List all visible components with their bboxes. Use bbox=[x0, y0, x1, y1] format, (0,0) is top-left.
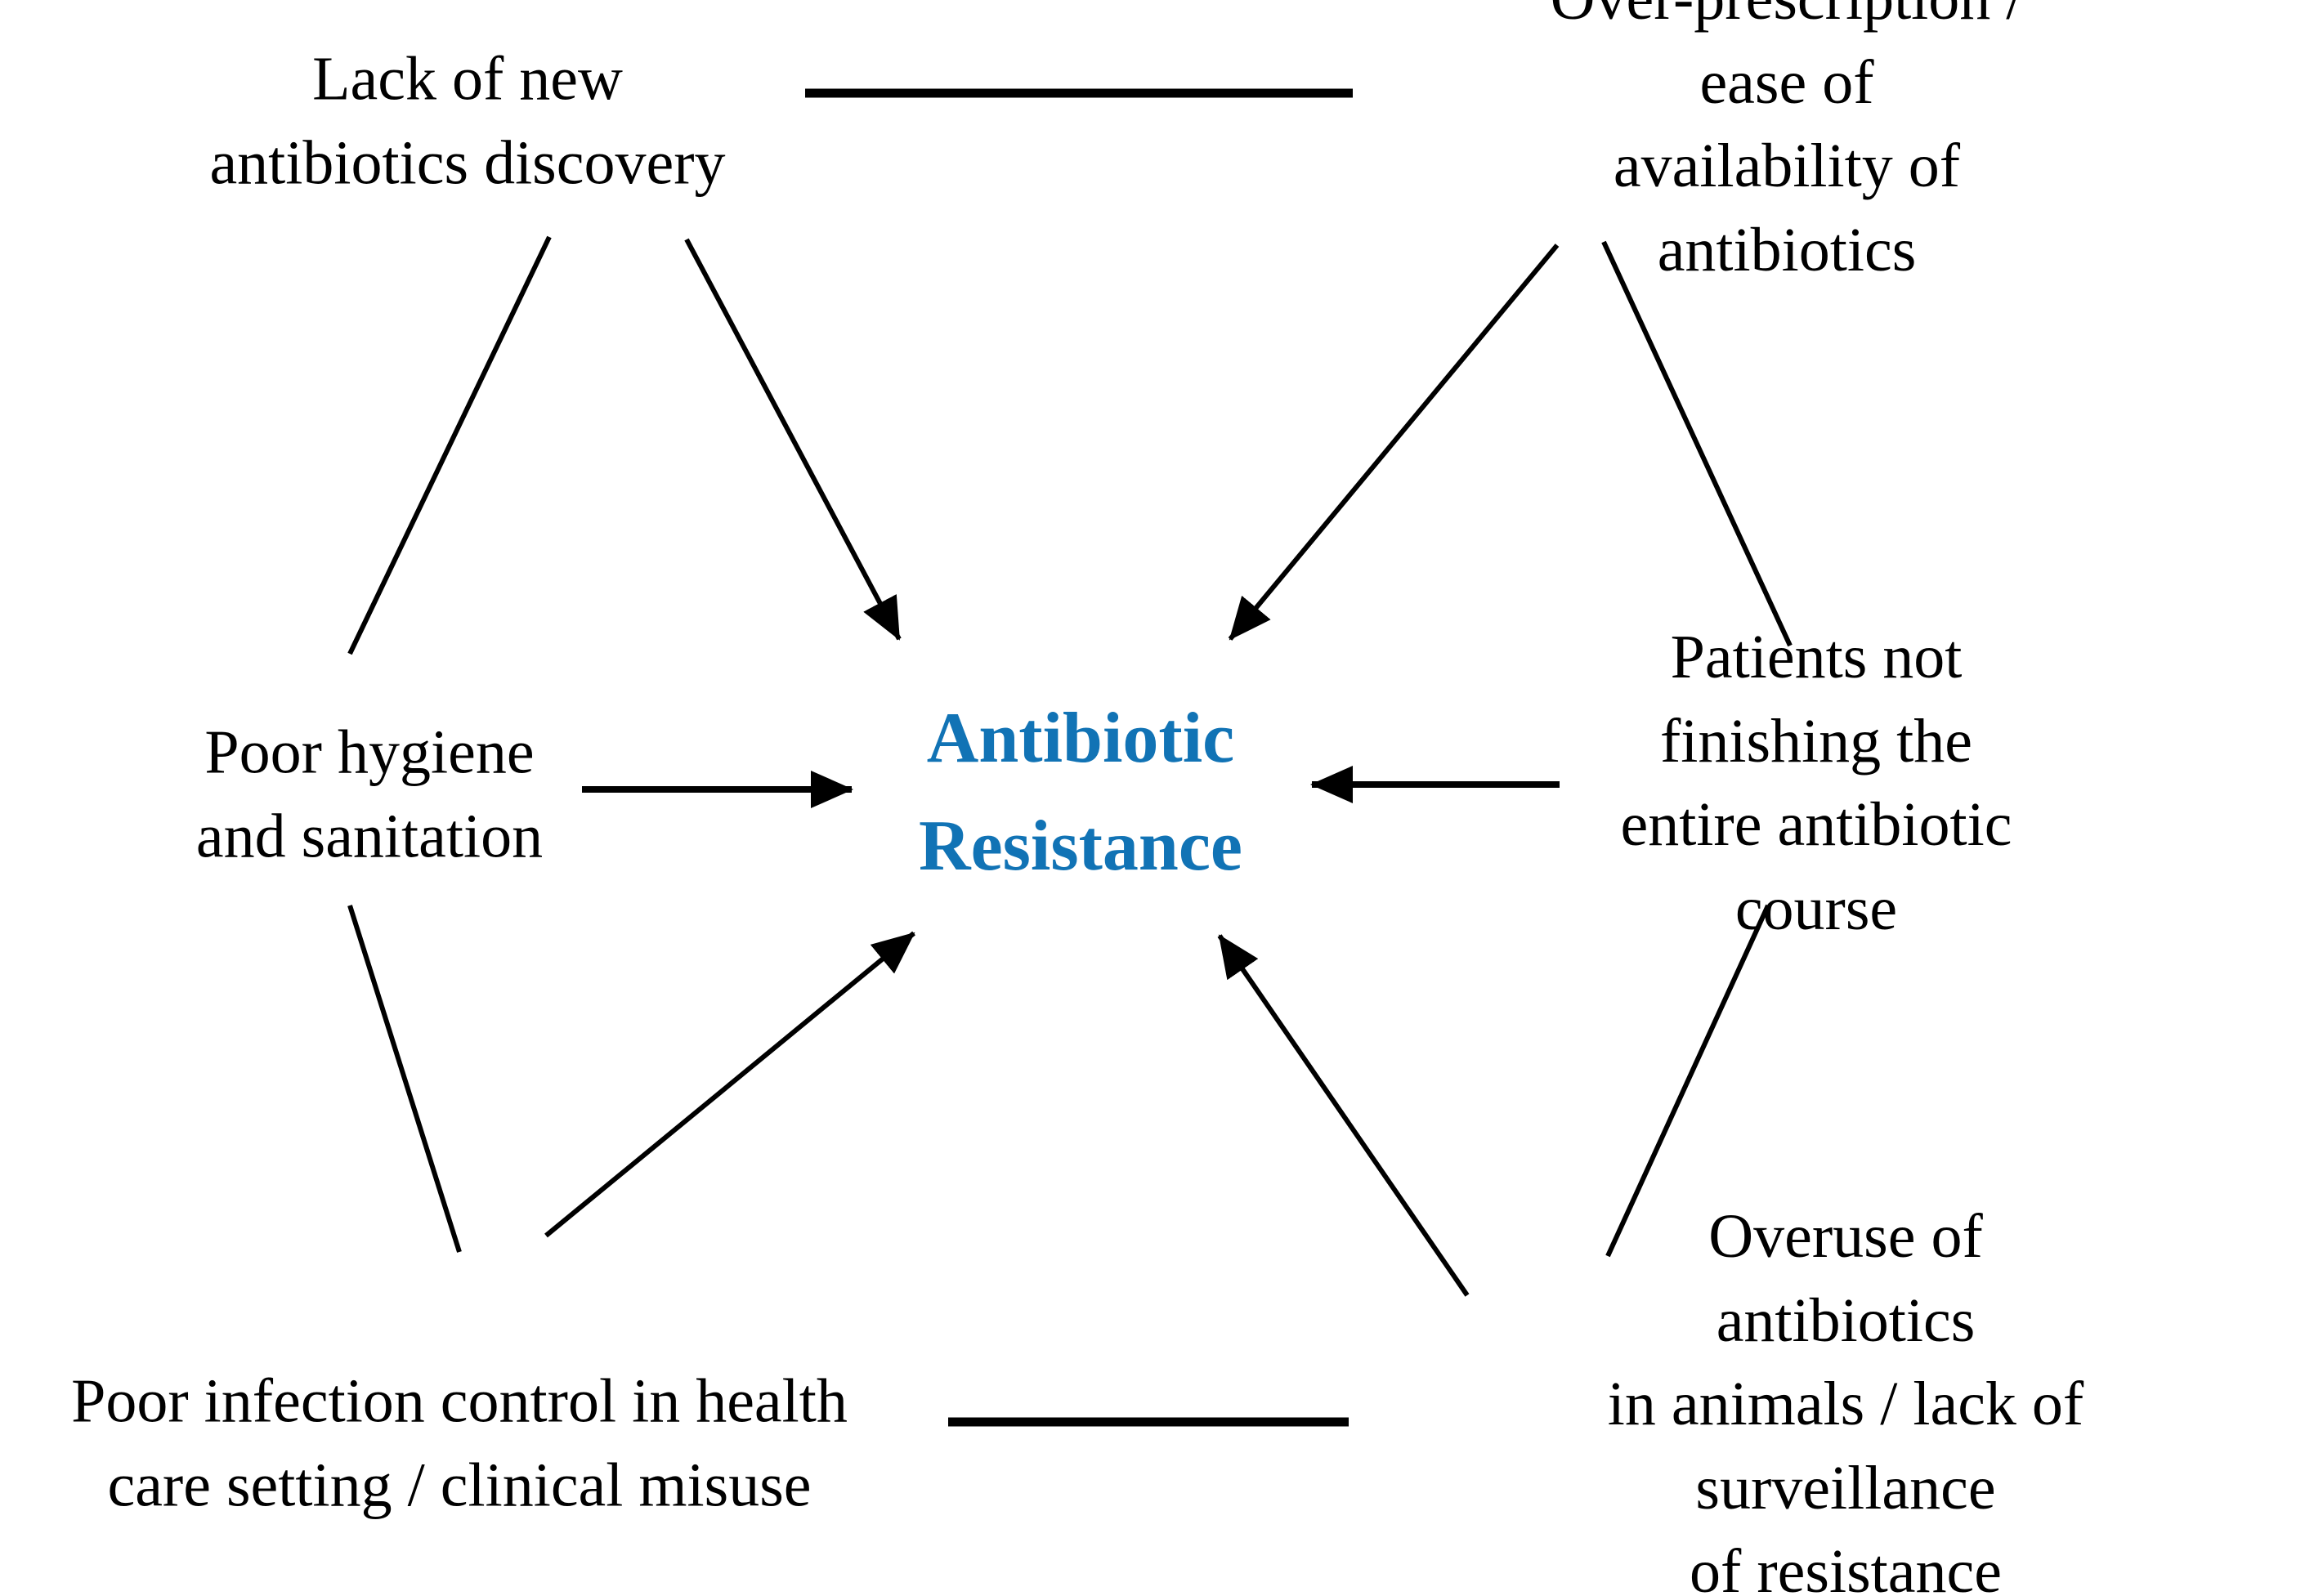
arrow-over-prescription-to-center bbox=[1228, 244, 1560, 641]
node-over-prescription-availability: Over-prescription / ease of availability… bbox=[1551, 0, 2024, 284]
arrow-infection-control-to-center bbox=[544, 931, 915, 1238]
arrow-lack-of-new-to-center bbox=[684, 238, 902, 641]
connector-topleft-middleleft bbox=[347, 235, 552, 655]
node-lack-of-new-antibiotics-discovery: Lack of new antibiotics discovery bbox=[209, 44, 726, 197]
node-overuse-in-animals-surveillance: Overuse of antibiotics in animals / lack… bbox=[1607, 1202, 2084, 1596]
node-poor-infection-control: Poor infection control in health care se… bbox=[71, 1366, 848, 1519]
node-patients-not-finishing-course: Patients not finishing the entire antibi… bbox=[1620, 622, 2012, 943]
connector-topright-middleright bbox=[1601, 240, 1793, 647]
node-antibiotic-resistance-center: Antibiotic Resistance bbox=[919, 699, 1242, 886]
node-poor-hygiene-sanitation: Poor hygiene and sanitation bbox=[195, 718, 544, 870]
arrow-overuse-animals-to-center bbox=[1217, 934, 1470, 1297]
connector-middleleft-bottomleft bbox=[347, 905, 462, 1253]
connector-middleright-bottomright bbox=[1605, 904, 1770, 1258]
